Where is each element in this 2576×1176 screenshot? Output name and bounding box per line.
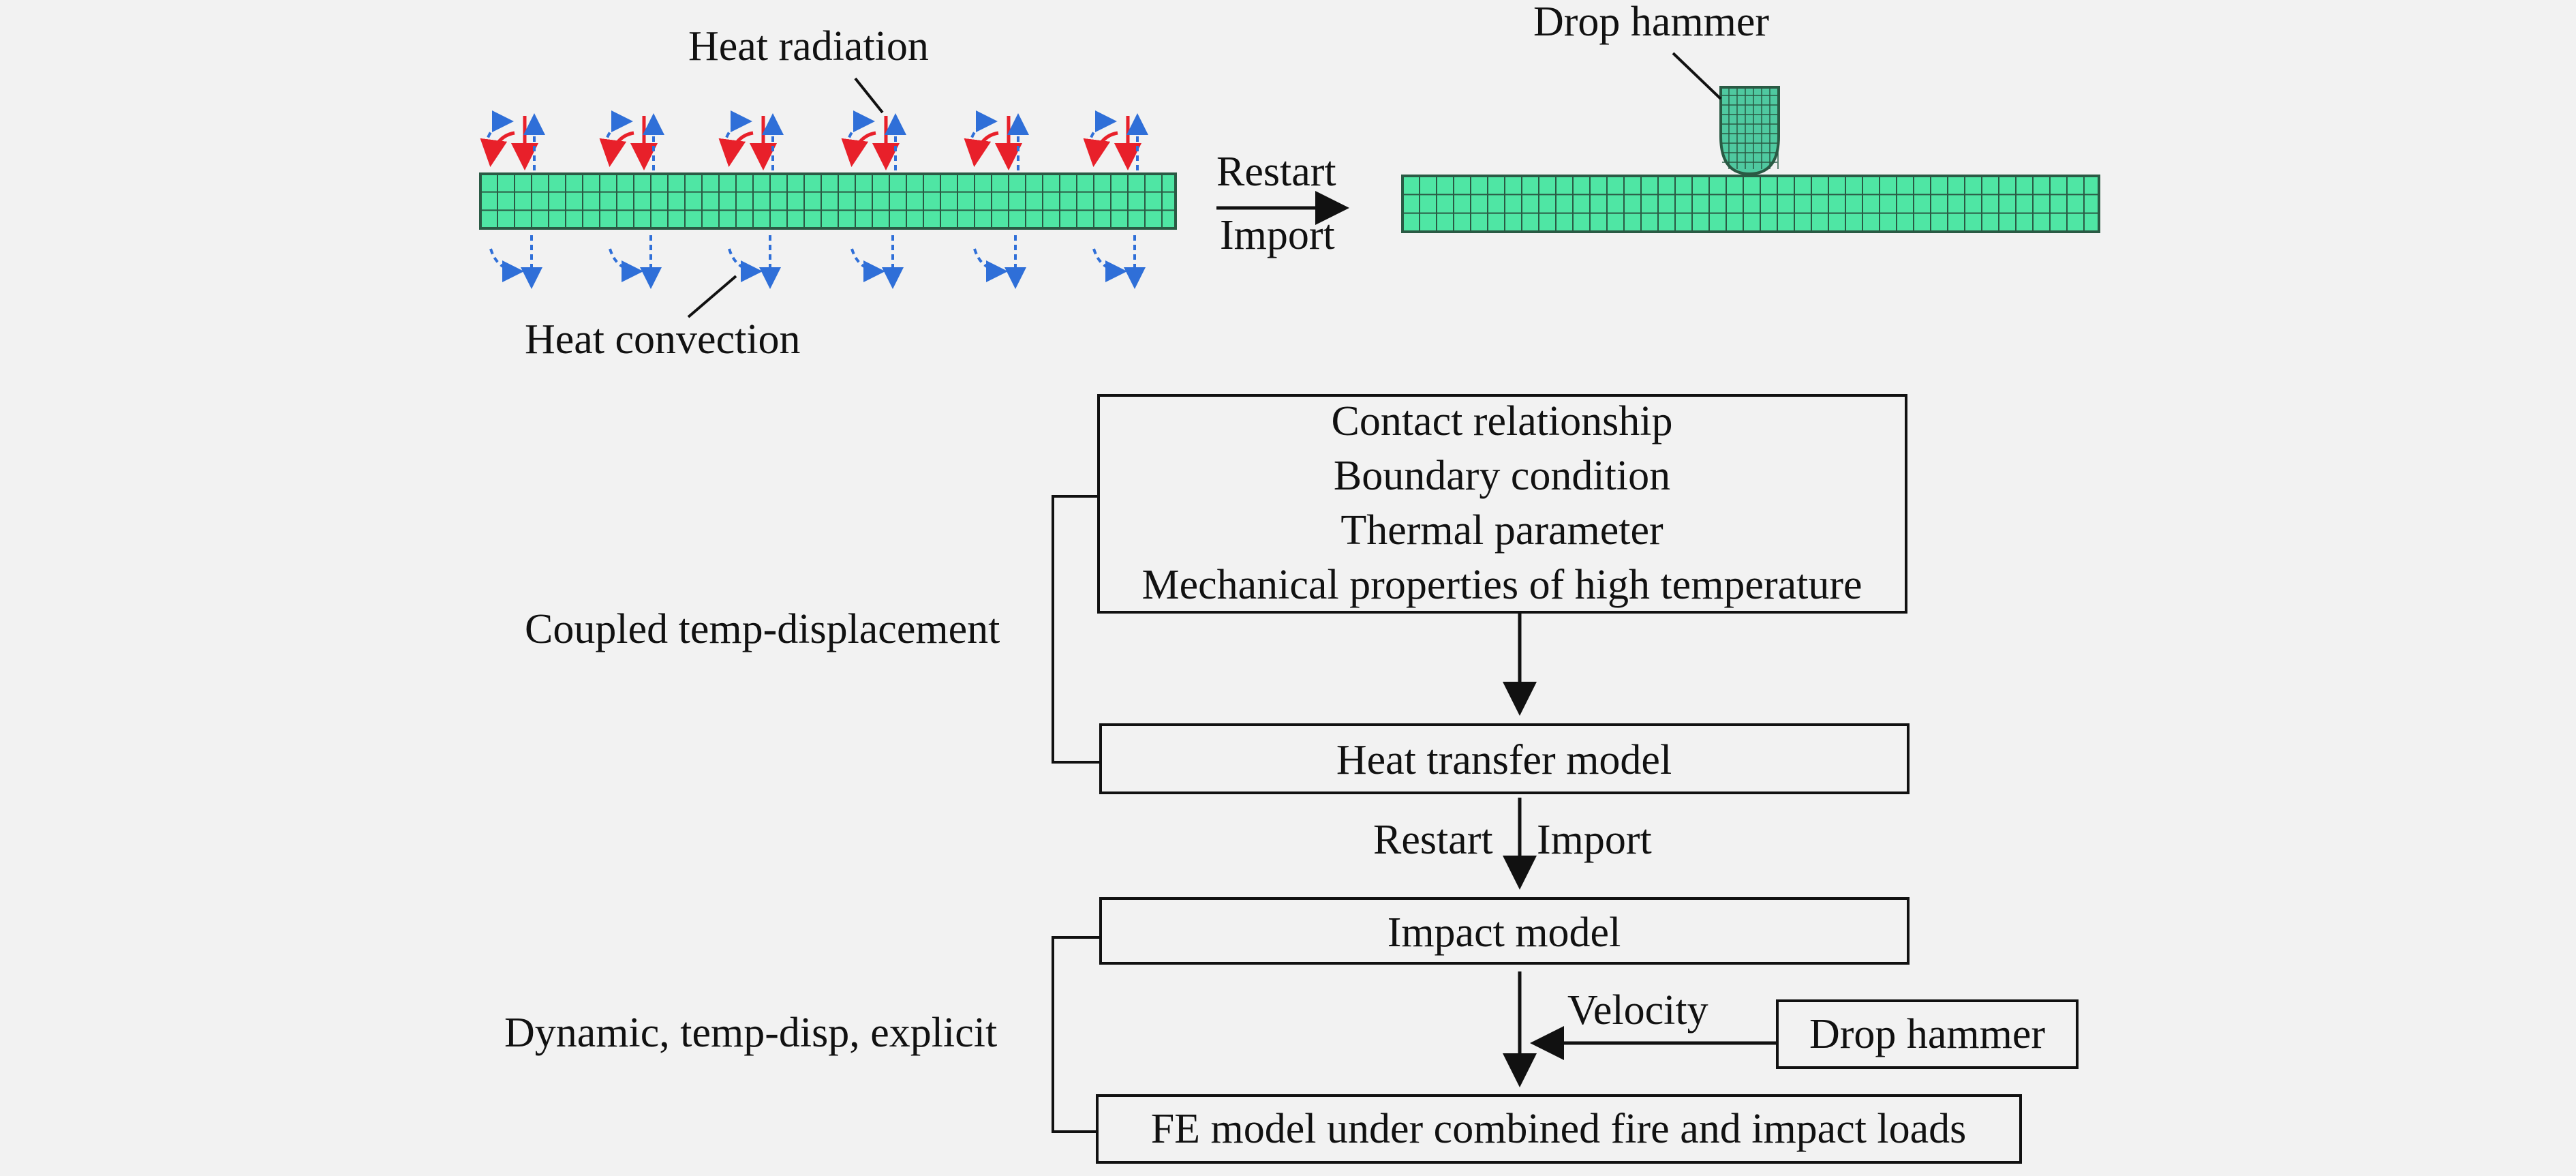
param-mechanical-properties: Mechanical properties of high temperatur… [1142, 562, 1862, 608]
heat-transfer-slab [479, 172, 1177, 230]
restart-label-flow: Restart [1373, 817, 1493, 863]
heat-convection-label: Heat convection [525, 316, 801, 363]
fe-model-label: FE model under combined fire and impact … [1151, 1106, 1967, 1152]
heat-transfer-model-box: Heat transfer model [1099, 723, 1910, 794]
dynamic-bracket [1052, 936, 1101, 1133]
import-label-top: Import [1220, 212, 1335, 258]
convection-arrow [609, 248, 643, 282]
coupled-temp-displacement-label: Coupled temp-displacement [525, 606, 1000, 652]
impact-model-box: Impact model [1099, 897, 1910, 965]
impact-model-label: Impact model [1387, 909, 1621, 956]
heat-convection-leader [687, 275, 737, 318]
convection-arrow [489, 248, 524, 282]
convection-arrow [728, 248, 763, 282]
heat-radiation-label: Heat radiation [688, 23, 929, 70]
drop-hammer-label-top: Drop hammer [1533, 0, 1769, 45]
param-contact-relationship: Contact relationship [1331, 398, 1672, 444]
radiation-arrow [841, 131, 876, 167]
drop-hammer-box: Drop hammer [1776, 999, 2079, 1069]
heat-radiation-leader [854, 77, 884, 114]
convection-arrow [973, 248, 1008, 282]
parameters-box: Contact relationship Boundary condition … [1097, 394, 1907, 614]
drop-hammer-shape [1719, 86, 1780, 176]
radiation-arrow [480, 131, 515, 167]
velocity-label: Velocity [1567, 987, 1708, 1034]
convection-arrow [850, 248, 885, 282]
heat-transfer-model-label: Heat transfer model [1336, 737, 1672, 783]
radiation-arrow [718, 131, 754, 167]
restart-label-top: Restart [1216, 149, 1336, 195]
radiation-arrow [964, 131, 999, 167]
fe-model-box: FE model under combined fire and impact … [1096, 1094, 2022, 1164]
param-thermal-parameter: Thermal parameter [1340, 507, 1663, 554]
drop-hammer-leader [1672, 52, 1722, 100]
drop-hammer-label-flow: Drop hammer [1809, 1011, 2045, 1057]
param-boundary-condition: Boundary condition [1334, 453, 1670, 499]
convection-arrow [1092, 248, 1127, 282]
impact-slab [1401, 175, 2100, 233]
heat-convection-arrows [489, 235, 1146, 289]
heat-radiation-arrows [480, 110, 1148, 170]
coupled-bracket [1052, 495, 1101, 764]
import-label-flow: Import [1537, 817, 1652, 863]
radiation-arrow [1083, 131, 1118, 167]
dynamic-temp-disp-explicit-label: Dynamic, temp-disp, explicit [504, 1010, 997, 1056]
radiation-arrow [599, 131, 634, 167]
